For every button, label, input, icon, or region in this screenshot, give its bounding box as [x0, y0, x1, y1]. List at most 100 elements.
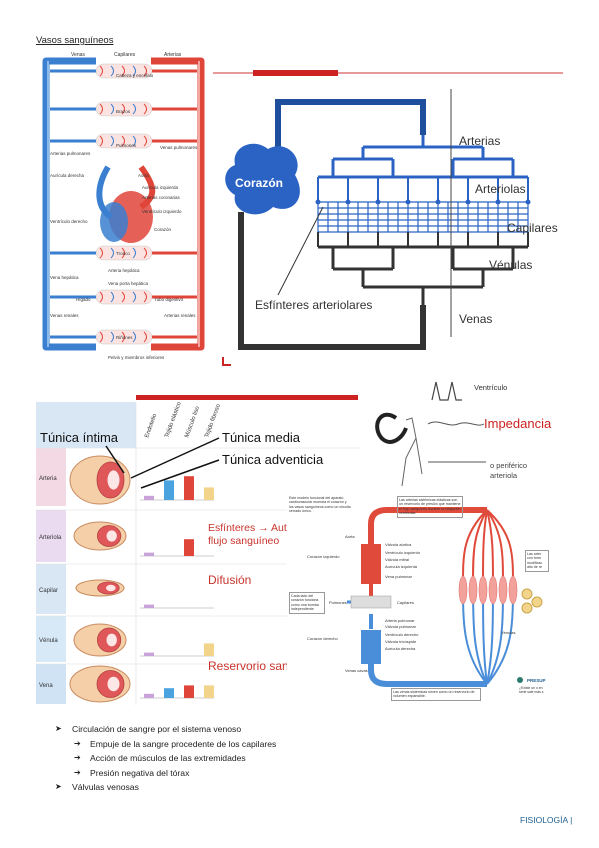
label-esfinteres: Esfínteres arteriolares	[255, 298, 372, 312]
bullet-item: ➔ Acción de músculos de las extremidades	[52, 751, 276, 766]
label-arterias: Arterias	[164, 52, 182, 58]
bullet-text: Presión negativa del tórax	[90, 767, 190, 778]
label-ventriculo-izquierdo: Ventrículo izquierdo	[142, 209, 182, 214]
model-ventriculo-izquierdo: Ventrículo izquierdo	[385, 550, 421, 555]
model-intro-text: Este modelo funcional del aparato cardio…	[289, 496, 351, 514]
model-lado-note: Cada lado del corazón funciona como una …	[289, 592, 325, 614]
label-arteriolas: Arteriolas	[475, 182, 526, 196]
arrowhead-bullet-icon: ➤	[55, 724, 62, 733]
label-vena-porta: Vena porta hepática	[108, 281, 149, 286]
arrow-bullet-icon: ➔	[74, 738, 81, 748]
bullet-item: ➤ Circulación de sangre por el sistema ve…	[52, 722, 276, 737]
tissue-bar	[184, 476, 194, 500]
label-arteria-hepatica: Arteria hepática	[108, 268, 140, 273]
tissue-bar	[144, 552, 154, 556]
bullet-text: Circulación de sangre por el sistema ven…	[72, 724, 242, 734]
label-corazon: Corazón	[154, 227, 172, 232]
tissue-bar	[184, 685, 194, 698]
label-arteriola: arteriola	[490, 471, 518, 480]
label-vena-hepatica: Vena hepática	[50, 275, 79, 280]
label-venas-renales: Venas renales	[50, 313, 79, 318]
row-label-1: Arteriola	[39, 535, 62, 541]
label-arterias-renales: Arterias renales	[164, 313, 196, 318]
pressure-impedance-diagram: Ventrículo Impedancia o periférico arter…	[362, 378, 562, 496]
label-higado: Hígado	[76, 297, 91, 302]
model-venulas: Vénulas	[501, 630, 515, 635]
label-pulmones: Pulmones	[116, 143, 137, 148]
arrow-bullet-icon: ➔	[74, 753, 81, 762]
page-title: Vasos sanguíneos	[36, 35, 114, 46]
tissue-bar	[204, 685, 214, 698]
tissue-bar	[204, 643, 214, 656]
model-aorta: Aorta	[345, 534, 355, 539]
label-impedancia: Impedancia	[484, 416, 552, 431]
bullet-item: ➔ Empuje de la sangre procedente de los c…	[52, 737, 276, 752]
model-corazon-izquierdo: Corazón izquierdo	[307, 554, 340, 559]
model-vena-pulmonar: Vena pulmonar	[385, 574, 413, 579]
bullet-text: Válvulas venosas	[72, 782, 139, 792]
label-capilares: Capilares	[507, 221, 558, 235]
label-arterias-coronarias: Arterias coronarias	[142, 195, 181, 200]
model-ventriculo-derecho: Ventrículo derecho	[385, 632, 419, 637]
tissue-bar	[144, 495, 154, 500]
label-auricula-derecha: Aurícula derecha	[50, 173, 85, 178]
model-pulmones: Pulmones	[329, 600, 347, 605]
tissue-bar	[164, 688, 174, 698]
label-venulas: Vénulas	[489, 258, 532, 272]
label-difusion: Difusión	[208, 573, 251, 587]
model-venas-cavas: Venas cavas	[345, 668, 368, 673]
model-corazon-derecho: Corazón derecho	[307, 636, 338, 641]
label-ventriculo-derecho: Ventrículo derecho	[50, 219, 88, 224]
label-tunica-intima: Túnica íntima	[40, 430, 119, 445]
label-venas: Venas	[71, 52, 85, 58]
label-rinones: Riñones	[116, 335, 133, 340]
model-valvula-aortica: Válvula aórtica	[385, 542, 412, 547]
label-tunica-adventicia: Túnica adventicia	[222, 452, 324, 467]
circulation-diagram: Venas Capilares Arterias Cabeza y encéfa…	[36, 47, 211, 369]
tissue-bar	[204, 487, 214, 500]
bullet-list: ➤ Circulación de sangre por el sistema ve…	[52, 722, 276, 795]
label-arterias-pulmonares: Arterias pulmonares	[50, 151, 91, 156]
row-label-4: Vena	[39, 683, 53, 689]
bullet-text: Empuje de la sangre procedente de los ca…	[90, 738, 277, 749]
bullet-text: Acción de músculos de las extremidades	[90, 753, 246, 763]
row-label-0: Arteria	[39, 476, 57, 482]
vessel-hierarchy-diagram: Corazón Arte	[213, 47, 563, 369]
model-venas-note: Las venas sistémicas sirven como un rese…	[391, 688, 481, 701]
model-side-note: Las arter con form modificac alto de re	[525, 550, 549, 572]
row-label-3: Vénula	[39, 638, 58, 644]
label-tubo-digestivo: Tubo digestivo	[154, 297, 184, 302]
model-valvula-mitral: Válvula mitral	[385, 557, 409, 562]
label-brazos: Brazos	[116, 109, 131, 114]
bullet-item: ➤ Válvulas venosas	[52, 780, 276, 795]
model-valvula-pulmonar: Válvula pulmonar	[385, 624, 417, 629]
label-tunica-media: Túnica media	[222, 430, 301, 445]
model-arterias-note: Las arterias sistémicas elásticas son un…	[397, 496, 463, 518]
cardiovascular-model-diagram: Este modelo funcional del aparato cardio…	[287, 494, 549, 705]
label-pelvis: Pelvis y miembros inferiores	[108, 355, 165, 360]
label-auricula-izquierda: Aurícula izquierda	[142, 185, 179, 190]
model-valvula-tricuspide: Válvula tricúspide	[385, 639, 417, 644]
model-capilares: Capilares	[397, 600, 414, 605]
heart-shape	[225, 143, 300, 215]
label-periferico: o periférico	[490, 461, 527, 470]
label-venas: Venas	[459, 312, 492, 326]
label-cabeza: Cabeza y encéfalo	[116, 73, 154, 78]
arrowhead-bullet-icon: ➤	[55, 782, 62, 791]
model-presup-text: ¿Existe un o en serie sale más s	[519, 686, 544, 695]
tissue-bar	[144, 604, 154, 608]
label-ventriculo: Ventrículo	[474, 383, 507, 392]
label-capilares: Capilares	[114, 52, 136, 58]
bullet-item: ➔Presión negativa del tórax	[52, 766, 276, 781]
tissue-bar	[144, 693, 154, 698]
tissue-bar	[184, 539, 194, 556]
label-arterias: Arterias	[459, 134, 500, 148]
heart-label: Corazón	[235, 176, 283, 190]
model-presup: PRESUP	[527, 678, 546, 683]
label-aorta: Aorta	[138, 173, 149, 178]
footer-label: FISIOLOGÍA |	[520, 815, 573, 825]
model-auricula-izquierda: Aurícula izquierda	[385, 564, 418, 569]
tissue-bar	[144, 652, 154, 656]
label-tronco: Tronco	[116, 251, 130, 256]
model-arteria-pulmonar: Arteria pulmonar	[385, 618, 415, 623]
